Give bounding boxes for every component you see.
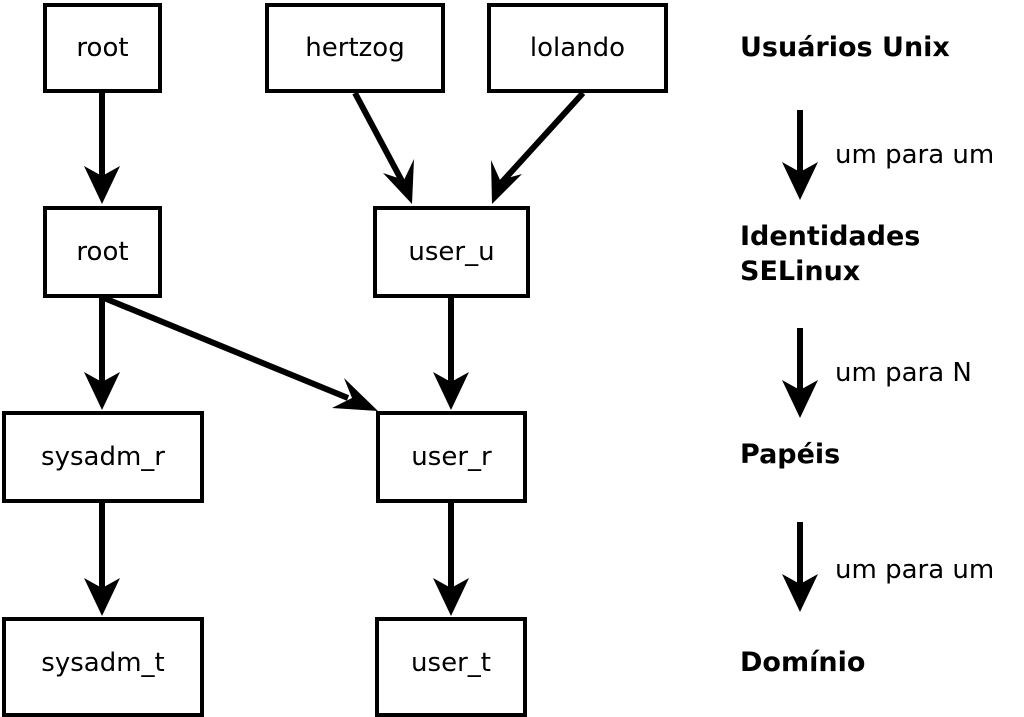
edge-lolando-to-user-u	[491, 90, 586, 204]
node-label: lolando	[529, 33, 626, 63]
edge-user-u-to-user-r	[433, 298, 469, 410]
node-unix-lolando[interactable]: lolando	[487, 3, 668, 93]
legend-level-line-2: SELinux	[740, 256, 861, 288]
legend-arrow-one-to-one-2	[782, 522, 818, 612]
node-identity-user-u[interactable]: user_u	[373, 206, 530, 298]
edge-sysadm-r-to-sysadm-t	[84, 503, 120, 616]
legend-level-line-1: Identidades	[740, 221, 921, 252]
node-label: user_t	[411, 648, 491, 678]
edge-identity-root-to-user-r	[102, 295, 378, 411]
node-label: hertzog	[305, 33, 405, 63]
node-role-user-r[interactable]: user_r	[376, 411, 527, 503]
edge-unix-root-to-identity-root	[84, 93, 120, 204]
node-label: user_r	[411, 442, 492, 472]
legend-level-dominio: Domínio	[740, 647, 866, 678]
node-unix-hertzog[interactable]: hertzog	[265, 3, 445, 93]
node-label: sysadm_r	[41, 442, 165, 472]
node-label: root	[76, 33, 129, 63]
legend-arrow-one-to-one-1	[782, 110, 818, 200]
edge-identity-root-to-sysadm-r	[84, 298, 120, 410]
node-label: root	[76, 237, 129, 267]
edge-hertzog-to-user-u	[352, 91, 414, 204]
node-label: user_u	[408, 237, 495, 267]
legend-relation-um-para-n: um para N	[835, 358, 972, 388]
edge-user-r-to-user-t	[433, 503, 469, 616]
node-domain-user-t[interactable]: user_t	[375, 617, 527, 717]
node-domain-sysadm-t[interactable]: sysadm_t	[2, 617, 204, 717]
node-role-sysadm-r[interactable]: sysadm_r	[2, 411, 204, 503]
legend-arrow-one-to-n	[782, 328, 818, 418]
legend-relation-um-para-um-bottom: um para um	[835, 555, 995, 585]
legend-level-usuarios-unix: Usuários Unix	[740, 32, 950, 63]
node-unix-root[interactable]: root	[43, 3, 162, 93]
legend-relation-um-para-um-top: um para um	[835, 140, 995, 170]
node-label: sysadm_t	[41, 648, 165, 678]
legend-level-papeis: Papéis	[740, 439, 841, 470]
legend-level-identidades-selinux: Identidades SELinux	[740, 219, 920, 289]
node-identity-root[interactable]: root	[43, 206, 162, 298]
